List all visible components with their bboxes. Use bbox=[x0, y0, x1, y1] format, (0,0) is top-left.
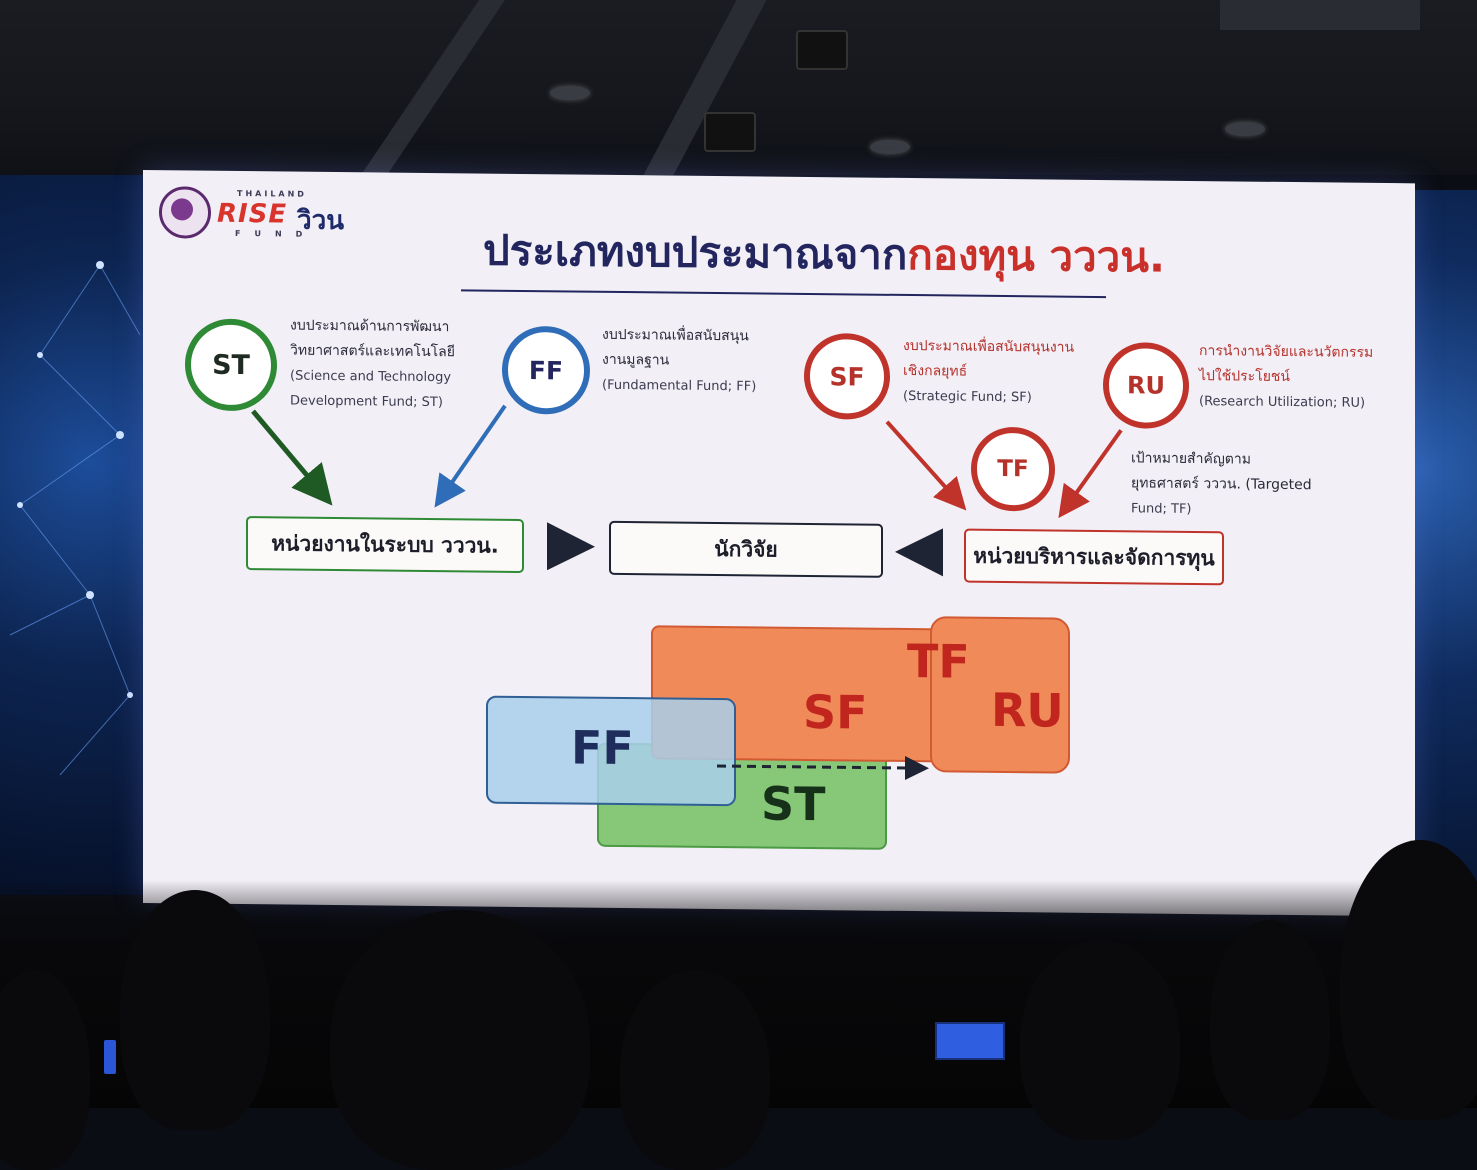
stage-spotlight bbox=[796, 30, 848, 70]
audience-head bbox=[0, 970, 90, 1170]
block-label-tf: TF bbox=[907, 634, 970, 689]
ceiling bbox=[0, 0, 1477, 175]
audience-head bbox=[120, 890, 270, 1130]
block-label-ff: FF bbox=[571, 720, 634, 775]
laptop-screen bbox=[935, 1022, 1005, 1060]
phone-screen bbox=[104, 1040, 116, 1074]
audience-area bbox=[0, 880, 1477, 1108]
stage-spotlight bbox=[704, 112, 756, 152]
network-graphic bbox=[0, 175, 150, 895]
block-label-st: ST bbox=[761, 776, 826, 831]
audience-head bbox=[1210, 920, 1330, 1120]
audience-head bbox=[330, 910, 590, 1170]
ceiling-beam bbox=[1220, 0, 1420, 30]
audience-head bbox=[620, 970, 770, 1170]
ceiling-light bbox=[550, 86, 590, 100]
block-label-sf: SF bbox=[803, 685, 868, 740]
ceiling-beam bbox=[361, 0, 505, 175]
ceiling-light bbox=[1225, 122, 1265, 136]
block-label-ru: RU bbox=[991, 683, 1064, 738]
presentation-slide: THAILAND RISE วิวน FUND ประเภทงบประมาณจา… bbox=[143, 170, 1415, 916]
side-led-panel bbox=[0, 175, 150, 895]
ceiling-light bbox=[870, 140, 910, 154]
audience-head bbox=[1020, 940, 1180, 1140]
audience-head bbox=[1340, 840, 1477, 1120]
